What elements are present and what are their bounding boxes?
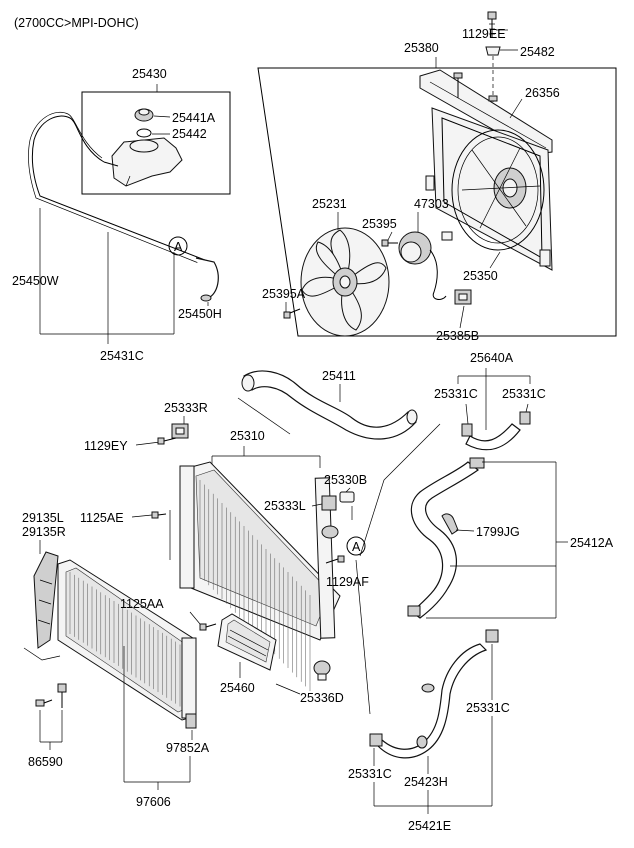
reservoir-seal-25442: [136, 128, 152, 138]
label-1129EY: 1129EY: [84, 439, 128, 453]
label-25460: 25460: [220, 681, 255, 695]
label-25450H: 25450H: [178, 307, 222, 321]
screw-25395: [381, 239, 398, 247]
label-25330B: 25330B: [324, 473, 367, 487]
receiver-drier-97852A: [185, 713, 197, 729]
shroud-top-bracket-25380: [419, 69, 553, 155]
label-25331C-2: 25331C: [502, 387, 546, 401]
label-29135R: 29135R: [22, 525, 66, 539]
fan-motor-47303: [398, 231, 453, 300]
bracket-25333L: [321, 495, 337, 511]
upper-hose-25411: [241, 370, 418, 440]
bolt-1129AF: [325, 555, 345, 564]
heater-hose-25640A: [461, 411, 531, 451]
reservoir-cap-25441A: [134, 108, 154, 122]
leader-25395: [387, 231, 393, 241]
label-25442: 25442: [172, 127, 207, 141]
callout-lower-a: A: [352, 540, 361, 554]
fan-shroud-25350: [425, 107, 553, 271]
leader-25336D: [275, 683, 301, 695]
label-25310: 25310: [230, 429, 265, 443]
label-25411: 25411: [322, 369, 356, 383]
bolt-86590: [35, 683, 67, 708]
clip-25482: [485, 46, 518, 56]
bolt-1129EE: [487, 11, 508, 38]
callout-circle-upper: [168, 236, 188, 256]
overflow-hose-25450H: [195, 257, 219, 302]
bolt-1129EY: [135, 437, 177, 446]
label-25350: 25350: [463, 269, 498, 283]
label-25640A: 25640A: [470, 351, 514, 365]
bracket-29135-base: [23, 647, 61, 661]
label-25441A: 25441A: [172, 111, 216, 125]
fan-assembly-frame: [257, 67, 617, 337]
overflow-hose-25450W: [28, 112, 211, 267]
radiator-cap-25330B: [339, 491, 355, 503]
leader-1799JG: [455, 529, 475, 532]
leader-25331C-1: [465, 403, 469, 425]
label-86590: 86590: [28, 755, 63, 769]
leader-1125AA: [189, 611, 201, 625]
label-25336D: 25336D: [300, 691, 344, 705]
drain-cock-25336D: [313, 660, 331, 681]
leader-25350: [489, 251, 501, 269]
screw-25395A: [283, 308, 301, 319]
label-97606: 97606: [136, 795, 171, 809]
callout-circle-lower: [346, 536, 366, 556]
leader-25411-diag: [237, 397, 291, 435]
label-25333L: 25333L: [264, 499, 306, 513]
label-25395: 25395: [362, 217, 397, 231]
label-25482: 25482: [520, 45, 555, 59]
callout-upper-a: A: [174, 240, 183, 254]
guide-upper-right: [383, 423, 441, 481]
label-25423H: 25423H: [404, 775, 448, 789]
bolt-1125AE: [131, 511, 167, 519]
label-25231: 25231: [312, 197, 347, 211]
drain-plug: [321, 525, 339, 539]
fan-blade-25231: [300, 227, 390, 337]
leader-25331C-2: [525, 403, 529, 413]
lower-hose-25412A: [407, 457, 485, 619]
reservoir-box: [81, 91, 231, 195]
label-25431C: 25431C: [100, 349, 144, 363]
label-25421E: 25421E: [408, 819, 451, 833]
clip-1799JG: [441, 513, 459, 535]
resistor-25385B: [454, 289, 472, 305]
reservoir-tank: [103, 137, 183, 187]
label-25430: 25430: [132, 67, 167, 81]
bracket-25333R: [171, 423, 189, 439]
label-1799JG: 1799JG: [476, 525, 520, 539]
leader-25330B: [345, 487, 351, 493]
bolt-1125AA: [199, 623, 217, 631]
label-25395A: 25395A: [262, 287, 306, 301]
label-25412A: 25412A: [570, 536, 614, 550]
air-guard-29135: [33, 551, 59, 649]
label-26356: 26356: [525, 86, 560, 100]
label-25331C-3: 25331C: [348, 767, 392, 781]
label-1129EE: 1129EE: [462, 27, 506, 41]
oil-cooler-25460: [217, 613, 277, 671]
label-25333R: 25333R: [164, 401, 208, 415]
label-1125AE: 1125AE: [80, 511, 124, 525]
radiator-25310: [179, 461, 341, 691]
label-25450W: 25450W: [12, 274, 59, 288]
label-1125AA: 1125AA: [120, 597, 164, 611]
label-25331C-1: 25331C: [434, 387, 478, 401]
label-29135L: 29135L: [22, 511, 64, 525]
condenser-97606: [57, 559, 197, 721]
engine-spec-label: (2700CC>MPI-DOHC): [14, 16, 139, 30]
guide-lower-right: [355, 559, 371, 715]
guide-mid-right: [359, 479, 385, 557]
label-1129AF: 1129AF: [326, 575, 369, 589]
label-25331C-4: 25331C: [466, 701, 510, 715]
label-25380: 25380: [404, 41, 439, 55]
label-47303: 47303: [414, 197, 449, 211]
leader-25333L: [311, 503, 323, 507]
leader-25441A: [153, 115, 171, 118]
label-25385B: 25385B: [436, 329, 479, 343]
leader-25385B: [459, 305, 465, 329]
label-97852A: 97852A: [166, 741, 210, 755]
heater-pipe-25421E: [369, 629, 499, 759]
